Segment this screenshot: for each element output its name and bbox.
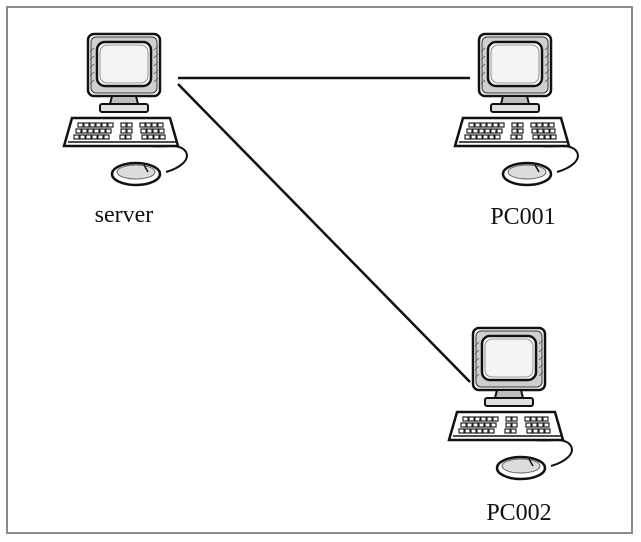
server-node: server: [62, 32, 189, 228]
pc002-label: PC002: [486, 500, 551, 526]
pc001-label: PC001: [490, 204, 555, 230]
pc001-node: PC001: [453, 32, 580, 230]
desktop-computer-icon: [62, 32, 189, 187]
pc002-node: PC002: [447, 326, 574, 526]
edge-server-pc002: [177, 83, 471, 383]
server-label: server: [95, 202, 154, 228]
desktop-computer-icon: [453, 32, 580, 187]
desktop-computer-icon: [447, 326, 574, 481]
